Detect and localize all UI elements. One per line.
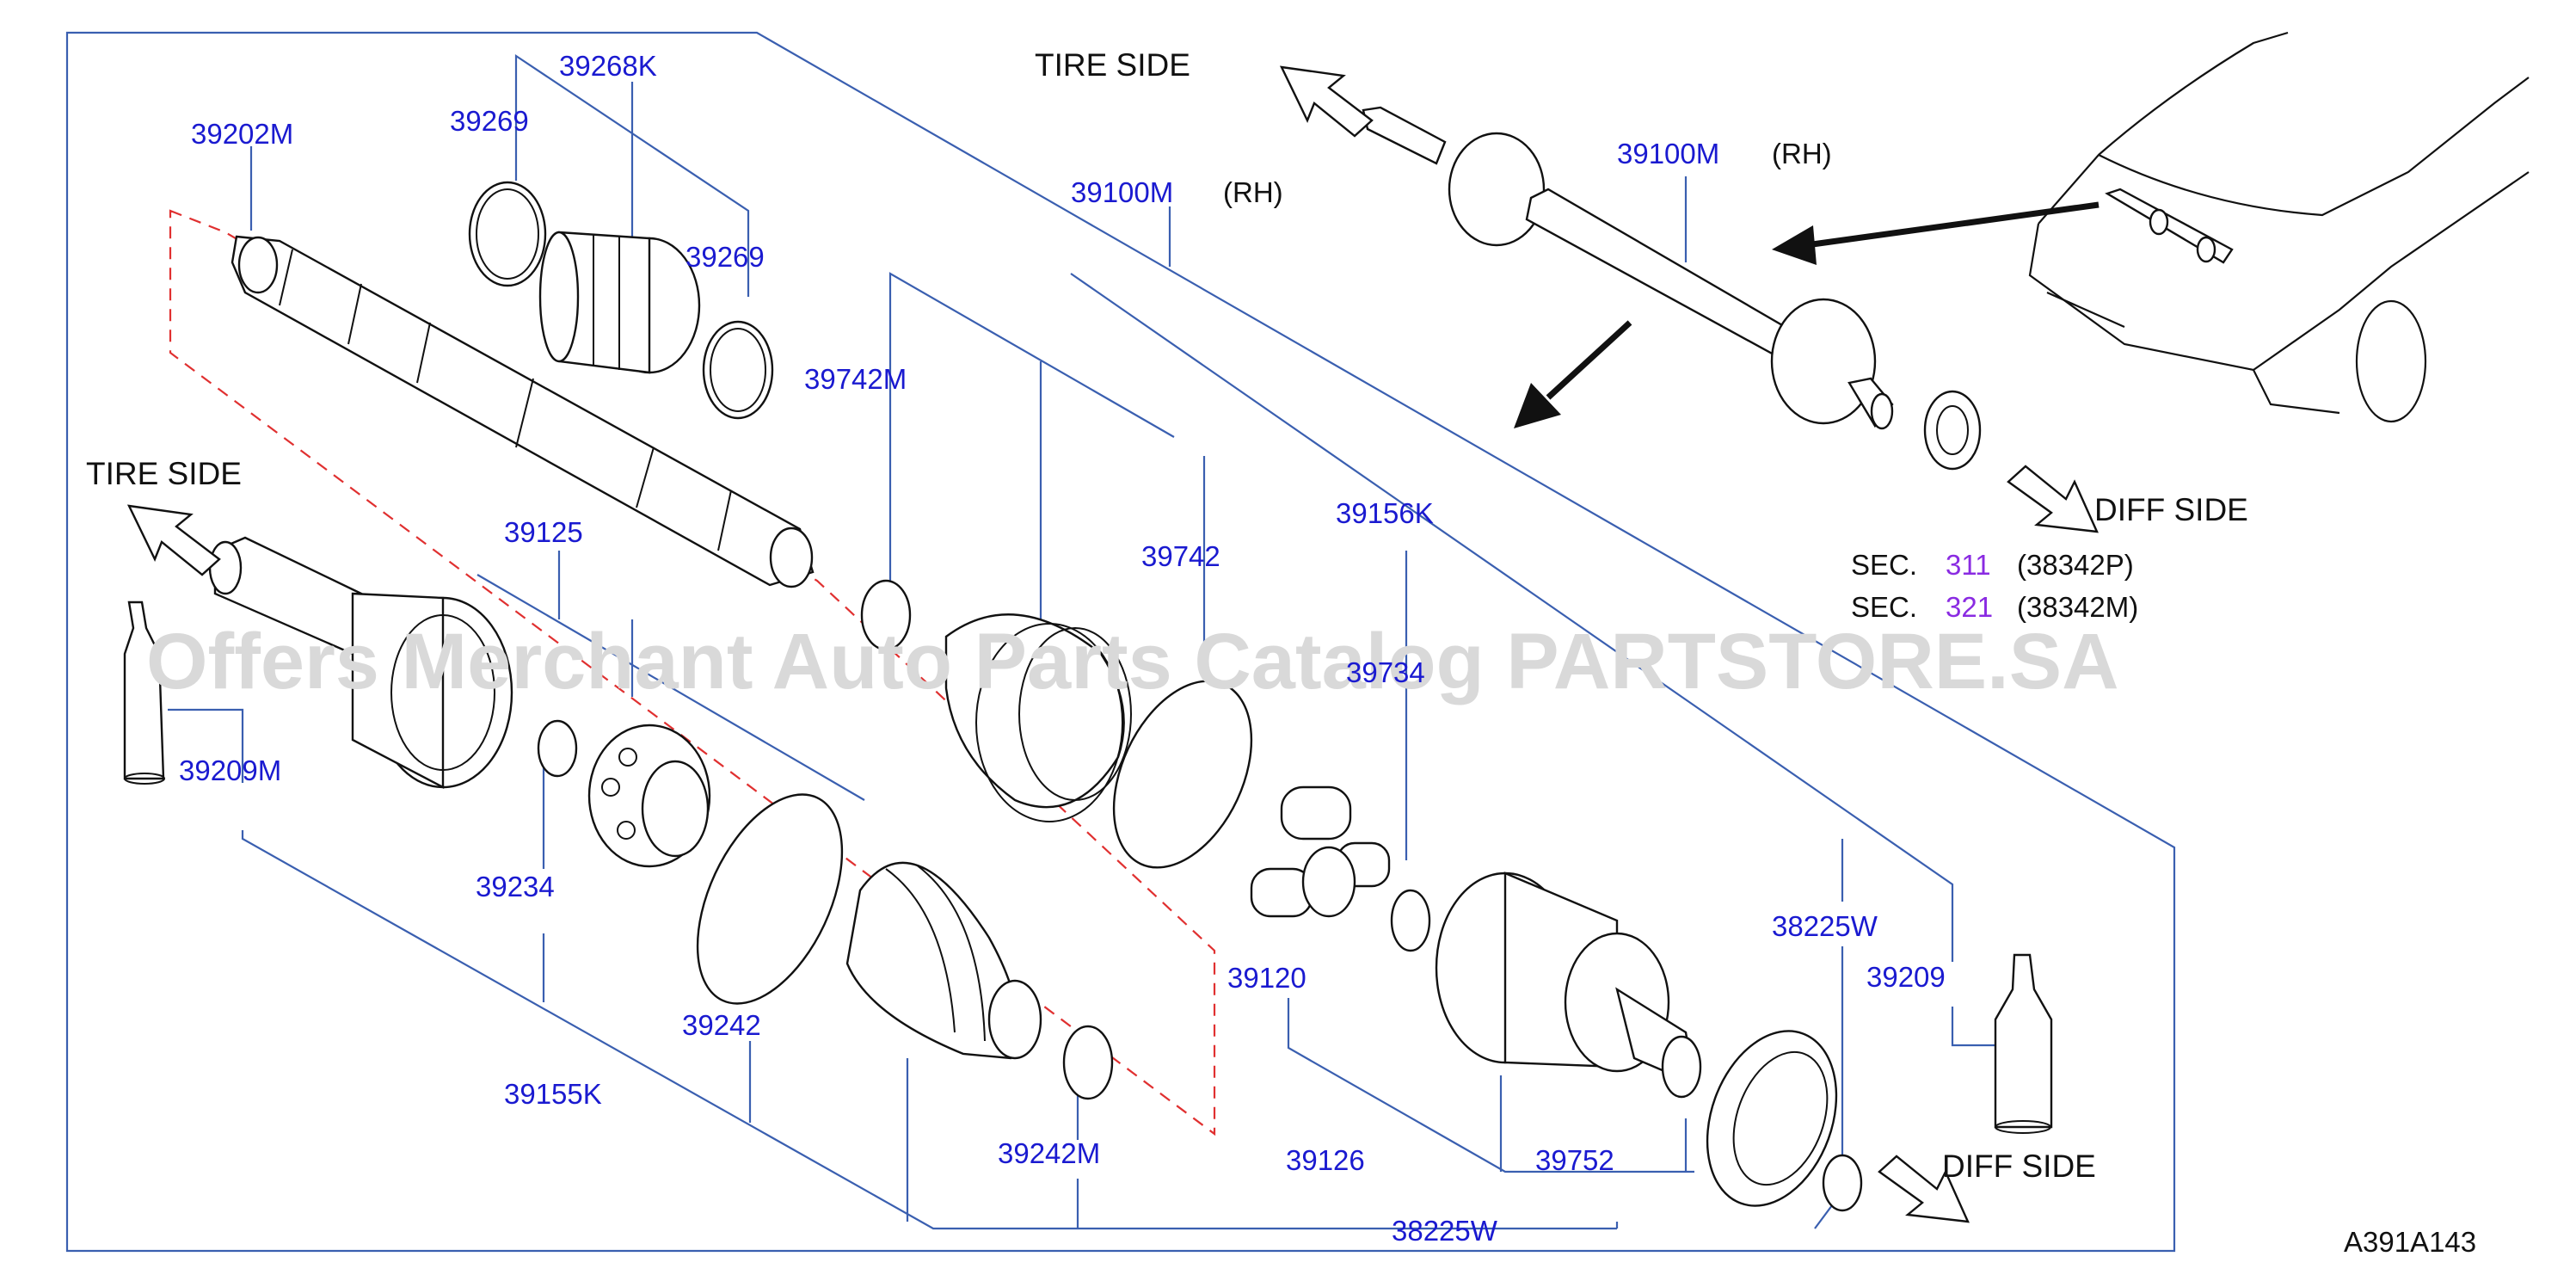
tire-side-arrow-left [126,504,221,576]
car-shaft-icon [2105,188,2234,264]
oring-38225W [1822,1154,1863,1212]
tire-side-arrow-top [1279,65,1374,138]
diff-side-label-bottom: DIFF SIDE [1942,1149,2096,1184]
band-39242 [696,793,844,1005]
part-39156K[interactable]: 39156K [1336,497,1434,529]
snap-ring-39734 [1390,889,1431,952]
grease-tube-39209 [1994,953,2053,1134]
boot-lower [845,861,1042,1060]
part-39126[interactable]: 39126 [1286,1144,1365,1176]
part-39100M-assembly[interactable]: 39100M [1617,138,1719,169]
part-39209[interactable]: 39209 [1866,961,1946,993]
part-39734[interactable]: 39734 [1346,656,1425,688]
arrow-down-head [1514,383,1561,428]
band-39742M [860,579,912,651]
part-39752[interactable]: 39752 [1535,1144,1614,1176]
watermark-text: Offers Merchant Auto Parts Catalog PARTS… [146,618,2119,705]
part-39202M[interactable]: 39202M [191,118,293,150]
part-39155K[interactable]: 39155K [504,1078,602,1110]
part-39242M[interactable]: 39242M [998,1137,1100,1169]
band-39242M [1062,1025,1114,1100]
part-39269-top[interactable]: 39269 [450,105,529,137]
part-number-labels: 39268K 39269 39269 39202M 39100M 39100M … [179,50,1946,1247]
band-39269-right [702,320,774,420]
part-38225W-right[interactable]: 38225W [1772,910,1878,942]
part-38225W-bottom[interactable]: 38225W [1392,1215,1498,1247]
section-ref-1[interactable]: SEC. 311 (38342P) [1851,549,2134,581]
diff-side-arrow-bottom [1878,1155,1970,1223]
section-ref-1-number[interactable]: 311 [1946,549,1991,581]
part-39242[interactable]: 39242 [682,1009,761,1041]
section-ref-2[interactable]: SEC. 321 (38342M) [1851,591,2138,623]
diff-side-label-top: DIFF SIDE [2094,492,2248,527]
part-39120[interactable]: 39120 [1227,962,1306,994]
band-39269-top [468,181,547,287]
part-39269-right[interactable]: 39269 [685,241,765,273]
part-39742M[interactable]: 39742M [804,363,907,395]
ball-cage [587,724,711,868]
rh-label-main: (RH) [1223,176,1283,208]
section-ref-1-code: (38342P) [2017,549,2134,581]
band-boot-right [1112,680,1253,869]
rh-label-assembly: (RH) [1772,138,1832,169]
diagram-frame [65,31,2176,1253]
leader-lines [168,53,1995,1230]
car-outline [2028,31,2530,423]
drive-shaft-assembly [1362,106,1982,471]
part-39209M[interactable]: 39209M [179,754,281,786]
part-39742[interactable]: 39742 [1141,540,1220,572]
arrow-down-line [1546,320,1632,400]
circlip-39234 [537,719,578,778]
arrow-to-assembly-head [1772,225,1817,265]
grease-tube-39209M [123,600,165,785]
boot-39742 [944,613,1132,822]
arrows [1514,201,2100,428]
outer-joint-assembly [208,536,513,789]
part-39234[interactable]: 39234 [476,871,555,902]
housing-39126 [1435,871,1702,1099]
part-39125[interactable]: 39125 [504,516,583,548]
diff-side-arrow-top [2007,465,2099,533]
section-ref-2-number[interactable]: 321 [1946,591,1993,623]
part-39100M-main[interactable]: 39100M [1071,176,1173,208]
shaft-39202M [231,235,815,588]
section-ref-2-code: (38342M) [2017,591,2138,623]
boot-39268K [538,231,701,374]
tire-side-label-left: TIRE SIDE [86,456,242,491]
tire-side-label-top: TIRE SIDE [1035,47,1190,83]
spider-39120 [1250,785,1391,918]
dashed-assembly-outline [169,209,1216,1136]
seal-39752 [1706,1030,1838,1207]
part-39268K[interactable]: 39268K [559,50,657,82]
section-ref-1-prefix: SEC. [1851,549,1917,581]
arrow-to-assembly-line [1805,201,2100,249]
diagram-code: A391A143 [2344,1226,2476,1258]
section-ref-2-prefix: SEC. [1851,591,1917,623]
